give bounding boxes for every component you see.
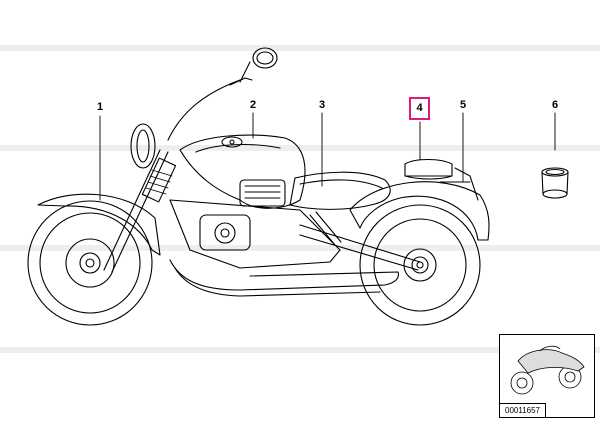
leader-lines xyxy=(99,112,556,201)
rear-fender xyxy=(349,167,490,241)
diagram-id-label: 00011657 xyxy=(500,403,546,417)
seat xyxy=(289,171,391,210)
front-fork xyxy=(103,149,177,273)
handlebar xyxy=(167,47,278,141)
callout-6[interactable]: 6 xyxy=(551,99,559,111)
ring-part xyxy=(541,167,569,199)
swingarm xyxy=(299,211,421,271)
exhaust xyxy=(169,259,399,297)
spring xyxy=(145,169,173,195)
callout-5[interactable]: 5 xyxy=(459,99,467,111)
callout-3[interactable]: 3 xyxy=(318,99,326,111)
front-wheel xyxy=(27,200,153,326)
callout-2[interactable]: 2 xyxy=(249,99,257,111)
fuel-tank xyxy=(179,134,306,209)
engine xyxy=(169,179,341,269)
pillion-pad xyxy=(404,158,453,180)
thumbnail-bike-icon xyxy=(510,345,585,395)
overview-thumbnail[interactable]: 00011657 xyxy=(499,334,595,418)
callout-1[interactable]: 1 xyxy=(96,101,104,113)
headlight xyxy=(130,123,156,169)
callout-4[interactable]: 4 xyxy=(409,97,430,120)
front-fender xyxy=(37,193,161,256)
rear-wheel xyxy=(359,204,481,326)
